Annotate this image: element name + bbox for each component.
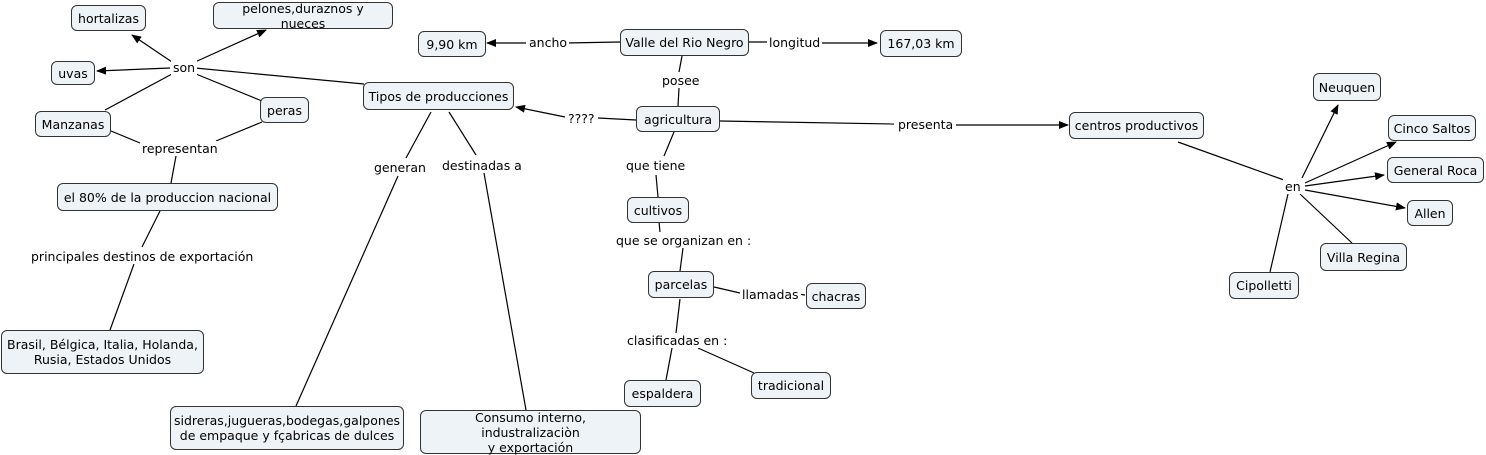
link-que-se-organizan: que se organizan en : xyxy=(614,233,754,248)
link-llamadas: llamadas xyxy=(740,287,801,302)
concept-hortalizas[interactable]: hortalizas xyxy=(71,5,146,31)
link-representan: representan xyxy=(140,141,220,156)
concept-pelones-duraznos-nueces[interactable]: pelones,duraznos y nueces xyxy=(213,1,393,31)
concept-manzanas[interactable]: Manzanas xyxy=(35,111,111,137)
concept-valle-del-rio-negro[interactable]: Valle del Rio Negro xyxy=(620,29,749,56)
concept-parcelas[interactable]: parcelas xyxy=(648,271,714,298)
link-son: son xyxy=(171,60,198,75)
concept-neuquen[interactable]: Neuquen xyxy=(1313,73,1381,101)
concept-espaldera[interactable]: espaldera xyxy=(624,380,701,407)
link-longitud: longitud xyxy=(767,35,823,50)
concept-peras[interactable]: peras xyxy=(260,97,309,123)
concept-villa-regina[interactable]: Villa Regina xyxy=(1320,243,1407,271)
concept-centros-productivos[interactable]: centros productivos xyxy=(1069,112,1204,139)
concept-consumo-interno[interactable]: Consumo interno, industralizaciòn y expo… xyxy=(420,410,641,455)
link-presenta: presenta xyxy=(896,117,956,132)
link-generan: generan xyxy=(372,160,428,175)
link-posee: posee xyxy=(660,73,702,88)
concept-cipolletti[interactable]: Cipolletti xyxy=(1229,272,1299,299)
concept-chacras[interactable]: chacras xyxy=(806,283,866,309)
link-destinadas-a: destinadas a xyxy=(440,158,524,173)
concept-destinos-exportacion[interactable]: Brasil, Bélgica, Italia, Holanda, Rusia,… xyxy=(1,330,204,374)
concept-sidreras-jugueras[interactable]: sidreras,jugueras,bodegas,galpones de em… xyxy=(170,406,404,450)
link-en: en xyxy=(1283,179,1303,194)
link-que-tiene: que tiene xyxy=(624,158,688,173)
concept-agricultura[interactable]: agricultura xyxy=(636,106,720,132)
concept-ancho-valor[interactable]: 9,90 km xyxy=(418,31,486,57)
link-ancho: ancho xyxy=(527,35,570,50)
link-principales-destinos: principales destinos de exportación xyxy=(29,249,256,264)
link-interrogacion: ???? xyxy=(566,111,597,126)
concept-general-roca[interactable]: General Roca xyxy=(1387,157,1484,183)
concept-uvas[interactable]: uvas xyxy=(51,61,95,85)
concept-tradicional[interactable]: tradicional xyxy=(751,372,831,399)
concept-tipos-de-producciones[interactable]: Tipos de producciones xyxy=(363,82,514,110)
concept-cultivos[interactable]: cultivos xyxy=(627,197,689,223)
concept-80-produccion-nacional[interactable]: el 80% de la produccion nacional xyxy=(57,183,278,211)
concept-allen[interactable]: Allen xyxy=(1407,200,1453,226)
concept-cinco-saltos[interactable]: Cinco Saltos xyxy=(1388,115,1476,141)
link-clasificadas: clasificadas en : xyxy=(625,333,730,348)
concept-longitud-valor[interactable]: 167,03 km xyxy=(880,30,962,57)
